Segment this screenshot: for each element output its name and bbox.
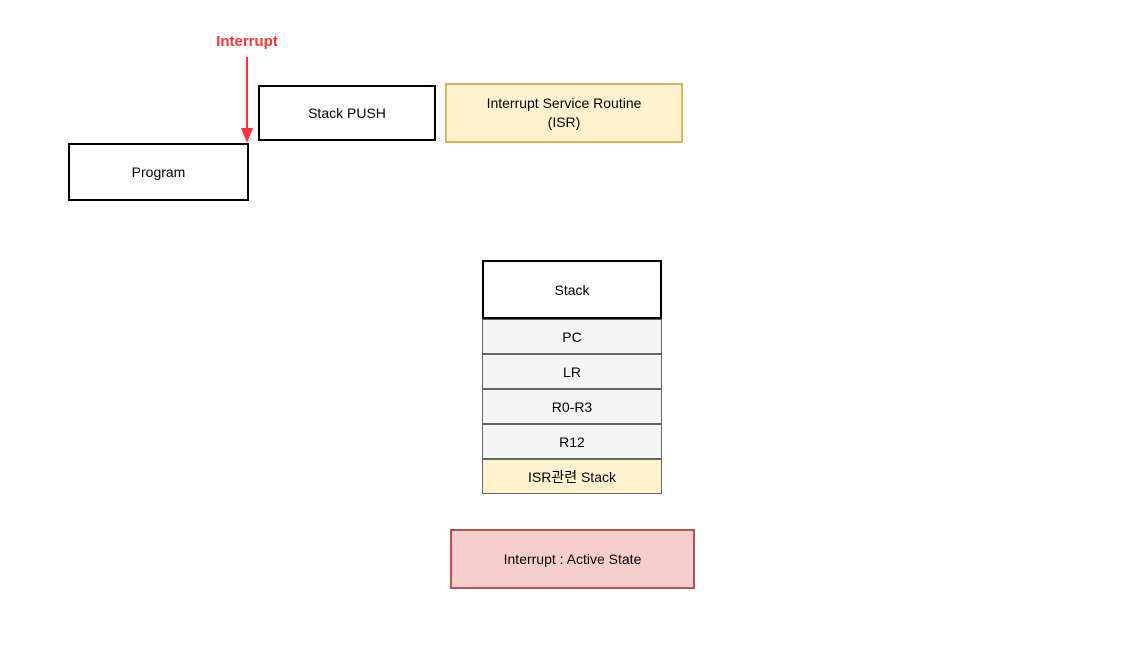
isr-label-line2: (ISR) <box>547 114 581 130</box>
isr-label-line1: Interrupt Service Routine <box>486 95 642 111</box>
active-state-box: Interrupt : Active State <box>450 529 695 589</box>
interrupt-arrow-icon <box>241 57 253 143</box>
stack-table-row: PC <box>482 319 662 354</box>
stack-push-box: Stack PUSH <box>258 85 436 141</box>
interrupt-label: Interrupt <box>216 33 278 50</box>
stack-table-header: Stack <box>482 260 662 319</box>
stack-table-row: R12 <box>482 424 662 459</box>
stack-table-row: LR <box>482 354 662 389</box>
stack-push-label: Stack PUSH <box>308 104 386 121</box>
program-label: Program <box>131 163 186 180</box>
stack-table-row: R0-R3 <box>482 389 662 424</box>
stack-table-row: ISR관련 Stack <box>482 459 662 494</box>
active-state-label: Interrupt : Active State <box>503 550 642 567</box>
isr-box: Interrupt Service Routine (ISR) <box>445 83 683 143</box>
program-box: Program <box>68 143 249 201</box>
